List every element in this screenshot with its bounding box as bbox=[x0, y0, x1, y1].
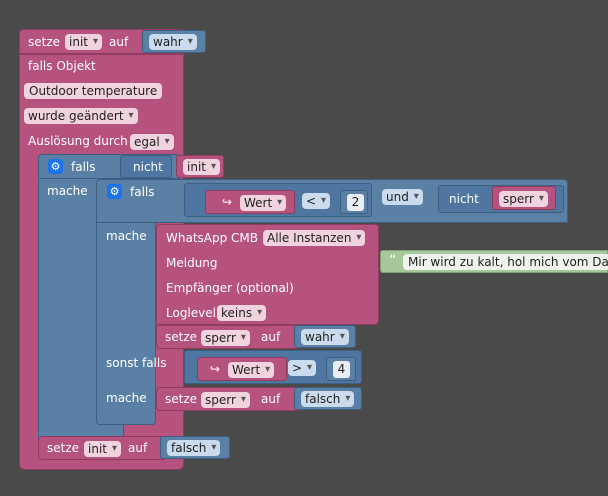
operator-greater-dropdown[interactable]: > bbox=[288, 360, 317, 376]
empfaenger-label: Empfänger (optional) bbox=[166, 281, 294, 295]
sperr-getter-block[interactable]: sperr bbox=[492, 186, 556, 210]
init-getter-block[interactable]: init bbox=[176, 155, 224, 178]
mache-label-3: mache bbox=[106, 391, 147, 405]
sperr-getter-dropdown[interactable]: sperr bbox=[499, 191, 548, 207]
falls-label: falls bbox=[71, 160, 96, 174]
meldung-label: Meldung bbox=[166, 256, 218, 270]
number-2-block[interactable]: 2 bbox=[340, 190, 368, 214]
falsch-dropdown[interactable]: falsch bbox=[301, 391, 355, 407]
nicht-label-2: nicht bbox=[449, 192, 479, 206]
falls-objekt-label: falls Objekt bbox=[28, 59, 96, 73]
wert-dropdown[interactable]: Wert bbox=[240, 195, 287, 211]
auf-label: auf bbox=[109, 35, 129, 49]
loglevel-label: Loglevel bbox=[166, 306, 216, 320]
wahr-value-block-2[interactable]: wahr bbox=[294, 325, 356, 348]
number-4-block[interactable]: 4 bbox=[326, 357, 356, 381]
wahr-dropdown-2[interactable]: wahr bbox=[301, 329, 349, 345]
setze-label-3: setze bbox=[165, 392, 198, 406]
operator-less-dropdown[interactable]: < bbox=[302, 193, 331, 209]
number-4-field[interactable]: 4 bbox=[333, 361, 350, 378]
number-2-field[interactable]: 2 bbox=[347, 194, 364, 211]
message-text-block[interactable]: “ Mir wird zu kalt, hol mich vom Dac bbox=[380, 250, 608, 273]
init-variable-dropdown-2[interactable]: init bbox=[84, 441, 121, 457]
trigger-dropdown[interactable]: wurde geändert bbox=[24, 108, 138, 124]
falsch-value-block-2[interactable]: falsch bbox=[160, 436, 230, 459]
wahr-value-block[interactable]: wahr bbox=[142, 30, 206, 53]
falls-label-2: falls bbox=[130, 185, 155, 199]
falsch-dropdown-2[interactable]: falsch bbox=[167, 440, 221, 456]
setze-label: setze bbox=[28, 35, 61, 49]
whatsapp-title: WhatsApp CMB bbox=[166, 231, 259, 245]
auf-label-3: auf bbox=[261, 392, 281, 406]
loglevel-dropdown[interactable]: keins bbox=[217, 305, 267, 321]
sperr-variable-dropdown-2[interactable]: sperr bbox=[201, 392, 250, 408]
sonst-falls-label: sonst falls bbox=[106, 356, 167, 370]
set-sperr-false-block[interactable]: setze sperr auf bbox=[156, 387, 301, 411]
sperr-variable-dropdown[interactable]: sperr bbox=[201, 330, 250, 346]
instances-dropdown[interactable]: Alle Instanzen bbox=[263, 230, 366, 246]
setze-label-4: setze bbox=[47, 441, 80, 455]
ausloesung-label: Auslösung durch bbox=[28, 134, 128, 148]
init-variable-dropdown[interactable]: init bbox=[65, 34, 102, 50]
wert-getter-block[interactable]: ↪ Wert bbox=[205, 190, 295, 214]
init-getter-dropdown[interactable]: init bbox=[183, 159, 220, 175]
set-sperr-true-block[interactable]: setze sperr auf bbox=[156, 325, 301, 349]
gear-icon[interactable]: ⚙ bbox=[48, 159, 63, 174]
return-arrow-icon-2: ↪ bbox=[209, 362, 221, 376]
auf-label-4: auf bbox=[128, 441, 148, 455]
nicht-block[interactable]: nicht bbox=[120, 155, 172, 178]
message-text-field[interactable]: Mir wird zu kalt, hol mich vom Dac bbox=[403, 254, 608, 270]
nicht-label: nicht bbox=[133, 160, 163, 174]
und-dropdown[interactable]: und bbox=[382, 189, 423, 205]
wert-dropdown-2[interactable]: Wert bbox=[228, 362, 275, 378]
egal-dropdown[interactable]: egal bbox=[130, 134, 174, 150]
gear-icon-2[interactable]: ⚙ bbox=[107, 184, 122, 199]
mache-label-2: mache bbox=[106, 229, 147, 243]
set-init-false-block[interactable]: setze init auf bbox=[38, 436, 166, 460]
mache-label: mache bbox=[47, 184, 88, 198]
falsch-value-block[interactable]: falsch bbox=[294, 387, 362, 410]
wert-getter-block-2[interactable]: ↪ Wert bbox=[197, 357, 287, 381]
wahr-dropdown[interactable]: wahr bbox=[149, 34, 197, 50]
object-name-field[interactable]: Outdoor temperature bbox=[24, 83, 163, 99]
whatsapp-block[interactable]: WhatsApp CMB Alle Instanzen Meldung Empf… bbox=[156, 224, 379, 325]
setze-label-2: setze bbox=[165, 330, 198, 344]
quote-icon: “ bbox=[389, 253, 397, 269]
return-arrow-icon: ↪ bbox=[221, 195, 233, 209]
auf-label-2: auf bbox=[261, 330, 281, 344]
